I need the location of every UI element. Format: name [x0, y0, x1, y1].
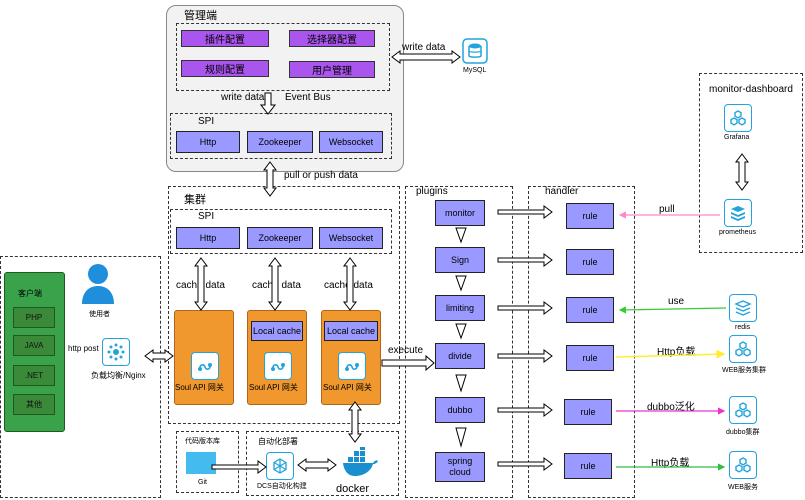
- gateway-1: [174, 310, 234, 405]
- pull-link-label: pull: [659, 204, 675, 215]
- handler-rule[interactable]: rule: [566, 203, 614, 229]
- grafana-icon: [724, 104, 752, 132]
- mysql-icon: [462, 38, 488, 64]
- plugin-monitor[interactable]: monitor: [435, 200, 485, 226]
- cluster-spi-websocket: Websocket: [319, 227, 383, 249]
- cluster-title: 集群: [184, 194, 206, 206]
- admin-title: 管理端: [184, 10, 217, 22]
- cluster-panel: [168, 186, 400, 424]
- prometheus-icon: [724, 199, 752, 227]
- local-cache-2: Local cache: [251, 321, 303, 341]
- plugins-title: plugins: [416, 186, 448, 197]
- cluster-spi-zookeeper: Zookeeper: [247, 227, 313, 249]
- monitor-dashboard-title: monitor-dashboard: [709, 84, 793, 95]
- dcs-icon: [266, 452, 294, 480]
- handler-rule[interactable]: rule: [566, 297, 614, 323]
- plugin-sign[interactable]: Sign: [435, 247, 485, 273]
- auto-deploy-panel: [246, 431, 399, 496]
- user-label: 使用者: [89, 311, 110, 318]
- client-php: PHP: [13, 307, 55, 328]
- monitor-dashboard-panel: [699, 73, 803, 253]
- client-java: JAVA: [13, 335, 55, 356]
- handler-rule[interactable]: rule: [564, 453, 612, 479]
- web-cluster-label: WEB服务集群: [722, 367, 766, 374]
- selector-config-button[interactable]: 选择器配置: [289, 30, 375, 47]
- admin-spi-group: [170, 113, 392, 159]
- gateway-1-label: Soul API 网关: [175, 383, 224, 392]
- pull-or-push-label: pull or push data: [284, 170, 358, 181]
- load-balancer-label: 负载均衡/Nginx: [91, 371, 146, 380]
- handler-title: handler: [545, 186, 579, 197]
- plugin-limiting[interactable]: limiting: [435, 295, 485, 321]
- gateway-3-label: Soul API 网关: [323, 383, 372, 392]
- cluster-spi-label: SPI: [198, 211, 215, 222]
- prometheus-label: prometheus: [719, 229, 756, 236]
- handler-rule[interactable]: rule: [566, 345, 614, 371]
- admin-spi-http: Http: [176, 131, 240, 153]
- load-balancer-icon: [102, 338, 130, 366]
- plugin-dubbo[interactable]: dubbo: [435, 397, 485, 423]
- redis-icon: [729, 294, 757, 322]
- docker-label: docker: [336, 483, 370, 495]
- write-data-bus-label: write data: [221, 92, 265, 103]
- grafana-label: Grafana: [724, 134, 750, 141]
- git-icon: [186, 452, 216, 474]
- use-link-label: use: [668, 296, 685, 307]
- execute-label: execute: [388, 345, 424, 356]
- auto-deploy-title: 自动化部署: [258, 437, 298, 446]
- client-other: 其他: [13, 394, 55, 415]
- dubbo-generic-link-label: dubbo泛化: [647, 402, 695, 413]
- handler-rule[interactable]: rule: [564, 399, 612, 425]
- gateway-icon: [191, 352, 219, 380]
- web-cluster-icon: [729, 335, 757, 363]
- cluster-spi-http: Http: [176, 227, 240, 249]
- redis-label: redis: [735, 324, 751, 331]
- plugin-config-button[interactable]: 插件配置: [181, 30, 269, 47]
- mysql-label: MySQL: [463, 67, 487, 74]
- rule-config-button[interactable]: 规则配置: [181, 60, 269, 77]
- dubbo-cluster-label: dubbo集群: [726, 429, 760, 436]
- docker-icon: [342, 446, 378, 479]
- dcs-label: DCS自动化构建: [257, 483, 307, 490]
- user-management-button[interactable]: 用户管理: [289, 61, 375, 78]
- http-load-link-label: Http负载: [657, 347, 696, 358]
- web-service-label: WEB服务: [728, 484, 758, 491]
- handler-panel: [528, 186, 635, 498]
- web-service-icon: [729, 451, 757, 479]
- gateway-icon: [264, 352, 292, 380]
- admin-config-group: [176, 23, 390, 91]
- admin-spi-websocket: Websocket: [319, 131, 383, 153]
- gateway-icon: [338, 352, 366, 380]
- repo-panel: [176, 431, 239, 493]
- cluster-spi-group: [170, 209, 392, 254]
- client-panel: [0, 256, 161, 498]
- handler-rule[interactable]: rule: [566, 249, 614, 275]
- admin-spi-label: SPI: [198, 116, 215, 127]
- client-title: 客户端: [18, 289, 42, 298]
- event-bus-label: Event Bus: [285, 92, 331, 103]
- user-icon: [80, 262, 116, 306]
- plugin-divide[interactable]: divide: [435, 343, 485, 369]
- plugins-panel: [405, 186, 513, 498]
- admin-spi-zookeeper: Zookeeper: [247, 131, 313, 153]
- http-load-link-label-2: Http负载: [651, 458, 690, 469]
- gateway-2-label: Soul API 网关: [249, 383, 298, 392]
- write-data-db-label: write data: [402, 42, 446, 53]
- plugin-spring-cloud[interactable]: spring cloud: [435, 452, 485, 482]
- git-label: Git: [198, 479, 207, 486]
- local-cache-3: Local cache: [324, 321, 378, 341]
- client-dotnet: .NET: [13, 365, 55, 386]
- repo-title: 代码版本库: [185, 438, 220, 445]
- http-post-label: http post: [68, 344, 99, 353]
- dubbo-cluster-icon: [729, 396, 757, 424]
